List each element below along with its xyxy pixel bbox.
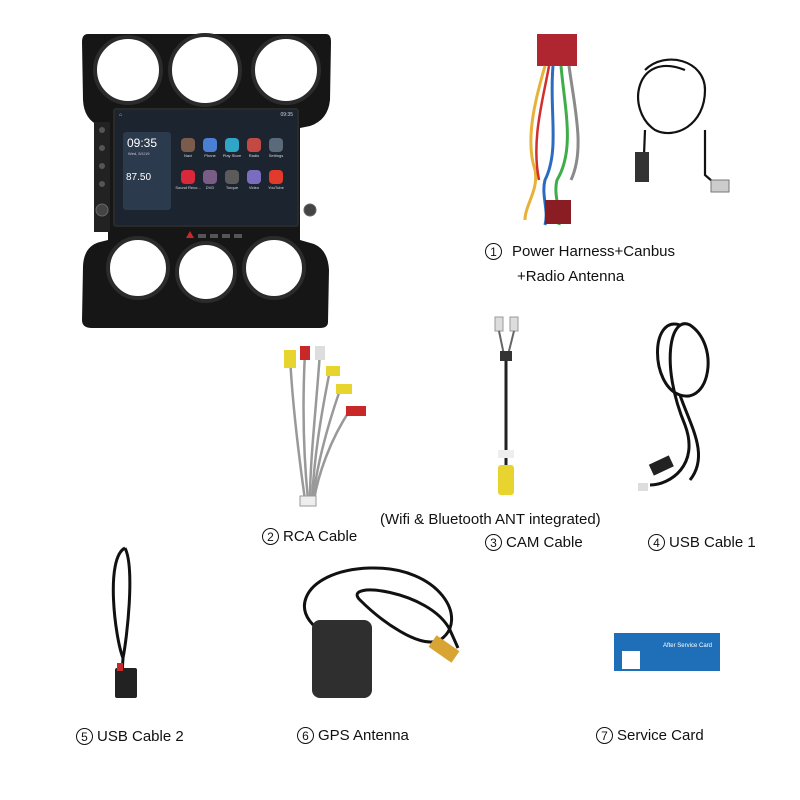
service-card-image: After Service Card	[614, 633, 720, 691]
app-tile[interactable]: YouTube	[265, 170, 287, 190]
item-1-line1: Power Harness+Canbus	[512, 243, 676, 260]
item-7-text: Service Card	[617, 727, 704, 744]
qr-code-icon	[622, 651, 640, 669]
item-3-text: CAM Cable	[506, 534, 583, 551]
app-tile[interactable]: Radio	[243, 138, 265, 158]
power-harness-image	[523, 34, 730, 226]
wifi-bluetooth-note: (Wifi & Bluetooth ANT integrated)	[380, 511, 601, 528]
item-number-6: 6	[297, 727, 314, 744]
app-tile[interactable]: Phone	[199, 138, 221, 158]
rca-cable-image	[284, 346, 366, 507]
item-1-line2: +Radio Antenna	[517, 268, 625, 285]
gps-antenna-image	[303, 566, 460, 698]
item-number-3: 3	[485, 534, 502, 551]
app-icon	[269, 138, 283, 152]
app-label: Phone	[204, 153, 216, 158]
cam-cable-image	[494, 316, 519, 495]
app-tile[interactable]: Sound Reco...	[175, 170, 201, 190]
usb-cable-2-image	[111, 546, 137, 699]
app-label: Radio	[248, 153, 260, 158]
item-number-1: 1	[485, 243, 502, 260]
status-time: 09:35	[280, 112, 293, 118]
app-label: Navi	[183, 153, 192, 158]
app-icon	[203, 170, 217, 184]
clock-widget: 09:35 Wed, 5/1/19 87.50	[123, 132, 171, 210]
app-icon	[203, 138, 217, 152]
app-label: YouTube	[268, 185, 284, 190]
app-tile[interactable]: Video	[243, 170, 265, 190]
app-label: DVD	[205, 185, 215, 190]
home-icon: ⌂	[119, 112, 123, 118]
item-3-label: 3 CAM Cable	[485, 534, 583, 551]
item-6-text: GPS Antenna	[318, 727, 409, 744]
app-icon	[269, 170, 283, 184]
app-icon	[181, 138, 195, 152]
item-2-label: 2 RCA Cable	[262, 528, 357, 545]
app-label: Play Store	[222, 153, 242, 158]
item-1-label: 1 Power Harness+Canbus	[485, 243, 675, 260]
item-1-line2-label: +Radio Antenna	[517, 268, 624, 285]
radio-frequency: 87.50	[126, 172, 152, 183]
item-6-label: 6 GPS Antenna	[297, 727, 409, 744]
usb-cable-1-image	[638, 322, 710, 491]
app-tile[interactable]: Settings	[265, 138, 287, 158]
app-icon	[247, 138, 261, 152]
item-number-4: 4	[648, 534, 665, 551]
app-tile[interactable]: Play Store	[221, 138, 243, 158]
item-4-text: USB Cable 1	[669, 534, 756, 551]
item-2-text: RCA Cable	[283, 528, 358, 545]
app-tile[interactable]: Torque	[221, 170, 243, 190]
app-icon	[181, 170, 195, 184]
item-number-5: 5	[76, 728, 93, 745]
app-label: Sound Reco...	[175, 185, 201, 190]
service-card-strip	[614, 671, 720, 691]
app-tile[interactable]: Navi	[177, 138, 199, 158]
app-icon	[247, 170, 261, 184]
app-icon	[225, 138, 239, 152]
item-number-2: 2	[262, 528, 279, 545]
item-7-label: 7 Service Card	[596, 727, 704, 744]
app-label: Torque	[225, 185, 239, 190]
item-number-7: 7	[596, 727, 613, 744]
clock-date: Wed, 5/1/19	[128, 151, 150, 156]
app-tile[interactable]: DVD	[199, 170, 221, 190]
clock-time: 09:35	[127, 136, 158, 150]
head-unit-screen: ⌂ 09:35 09:35 Wed, 5/1/19 87.50 Navi Phon…	[113, 108, 299, 227]
app-icon	[225, 170, 239, 184]
app-label: Video	[248, 185, 260, 190]
item-5-label: 5 USB Cable 2	[76, 728, 184, 745]
item-4-label: 4 USB Cable 1	[648, 534, 756, 551]
status-bar: ⌂ 09:35	[115, 110, 297, 120]
app-label: Settings	[268, 153, 284, 158]
service-card-title: After Service Card	[662, 643, 712, 649]
item-5-text: USB Cable 2	[97, 728, 184, 745]
